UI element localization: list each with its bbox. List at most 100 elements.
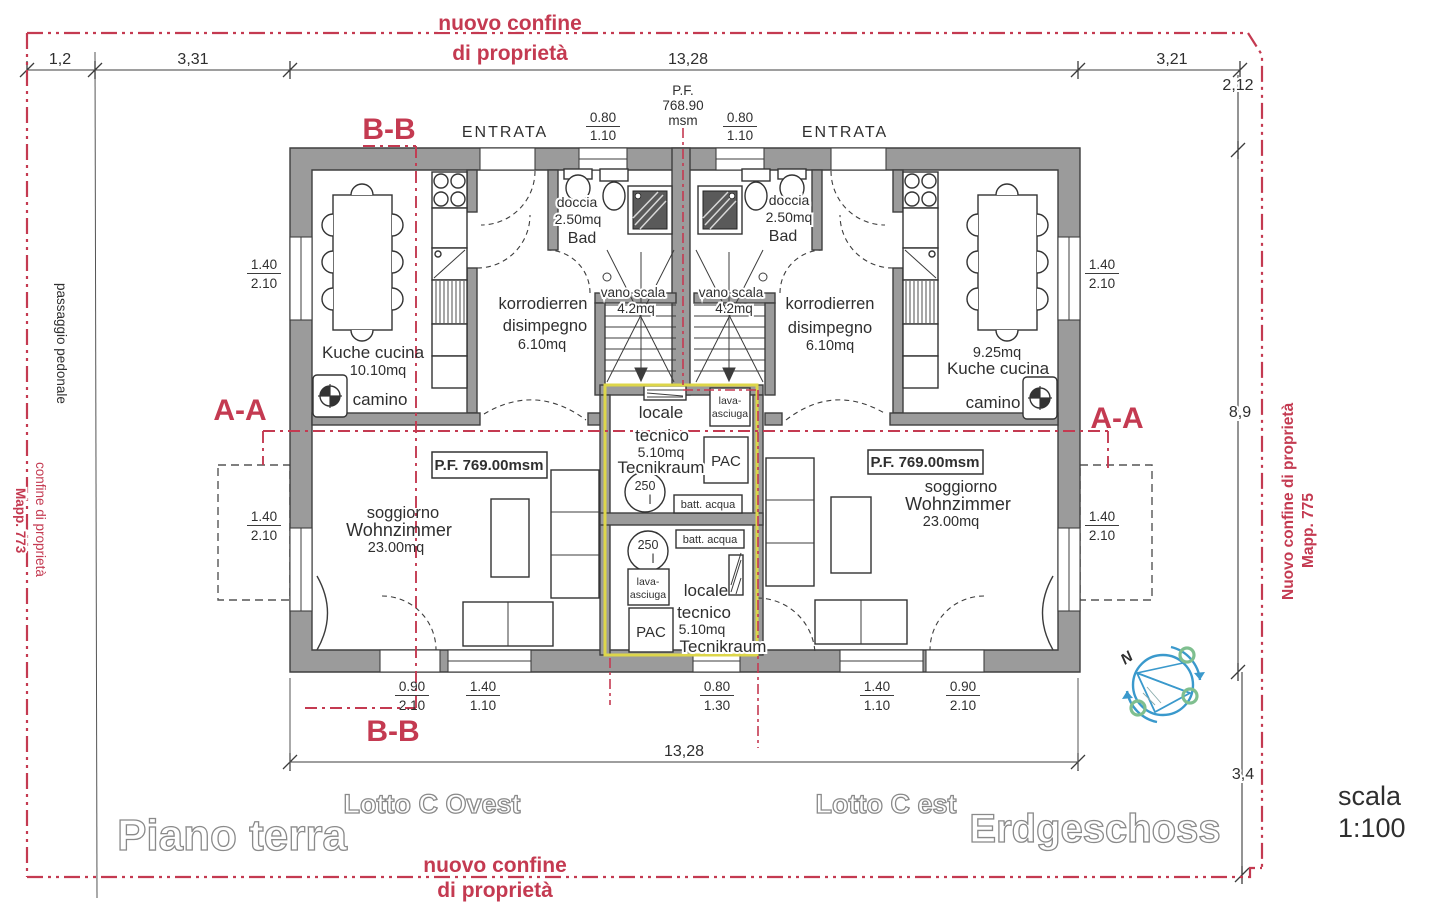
opening-num: 0.80 [727, 110, 753, 125]
dim-3-21: 3,21 [1156, 51, 1187, 68]
lava-lower-line2: asciuga [630, 589, 666, 601]
boundary-right-label: Nuovo confine di proprietà [1280, 402, 1297, 600]
section-aa-left: A-A [213, 394, 266, 427]
battery-box-upper [673, 494, 743, 514]
tech-upper-area: 5.10mq [638, 444, 685, 460]
section-line-bb [305, 145, 417, 709]
living-east-furniture [765, 457, 1054, 651]
tank-lower-250: 250 [638, 538, 659, 552]
section-bb-top: B-B [362, 113, 415, 146]
boundary-bottom-line1: nuovo confine [423, 854, 567, 877]
opening-num: 0.90 [950, 679, 976, 694]
opening-left-lower: 1.40 2.10 [247, 509, 281, 543]
opening-bottom-4: 1.40 1.10 [860, 679, 894, 713]
floor-level-east: P.F. 769.00msm [871, 454, 980, 471]
tech-upper-line2: tecnico [635, 426, 689, 445]
room-labels: Kuche cucina 10.10mq camino 9.25mq Kuche… [322, 190, 1050, 556]
battery-upper-label: batt. acqua [681, 499, 736, 511]
stairs-west [602, 249, 676, 383]
opening-num: 0.80 [590, 110, 616, 125]
kitchen-east-name: Kuche cucina [947, 359, 1050, 378]
dim-1-2: 1,2 [49, 51, 71, 68]
passage-label: passaggio pedonale [54, 283, 69, 404]
kitchen-west-area: 10.10mq [350, 363, 406, 379]
lava-lower-line1: lava- [637, 576, 660, 588]
opening-bottom-1: 0.90 2.10 [395, 679, 429, 713]
boundary-labels: nuovo confine di proprietà nuovo confine… [11, 10, 1319, 904]
living-east-line1: soggiorno [925, 478, 997, 496]
title-lotto-east: Lotto C est [816, 789, 957, 819]
entrata-west: ENTRATA [462, 124, 548, 141]
tech-room-labels: locale tecnico 5.10mq Tecnikraum PAC 250… [616, 395, 769, 658]
opening-bottom-3: 0.80 1.30 [700, 679, 734, 713]
bath-east-doccia: doccia [769, 192, 810, 208]
opening-left-upper: 1.40 2.10 [247, 257, 281, 291]
stair-east-name: vano scala [699, 285, 764, 300]
tank-lower-l: l [652, 552, 655, 566]
living-west-line2: Wohnzimmer [346, 520, 452, 540]
north-letter: N [1118, 647, 1138, 668]
tank-upper-l: l [649, 493, 652, 507]
titles: Piano terra Erdgeschoss Lotto C Ovest Lo… [116, 781, 1405, 861]
chairs-east [966, 183, 1049, 342]
stair-east-area: 4.2mq [715, 301, 753, 316]
opening-num: 0.90 [399, 679, 425, 694]
opening-den: 2.10 [950, 698, 976, 713]
north-compass-icon: N [1118, 645, 1205, 724]
washer-dryer-box-upper [709, 387, 751, 427]
kitchen-east [902, 171, 1058, 420]
pf-line1: P.F. [672, 83, 694, 98]
corridor-east-area: 6.10mq [806, 338, 854, 354]
wall-openings [289, 147, 1081, 673]
living-west-area: 23.00mq [368, 540, 424, 556]
boundary-top-line2: di proprietà [452, 42, 568, 65]
section-bb-bottom: B-B [366, 715, 419, 748]
floor-level-west: P.F. 769.00msm [435, 457, 544, 474]
kitchen-west [312, 171, 468, 418]
shower-east [697, 185, 743, 235]
title-lotto-west: Lotto C Ovest [343, 789, 520, 819]
tank-250l-upper [624, 471, 666, 513]
corridor-west-line1: korrodierren [499, 295, 588, 313]
bathroom-east [697, 168, 807, 235]
washer-dryer-box-lower [627, 568, 670, 606]
opening-labels: 0.80 1.10 0.80 1.10 1.40 2.10 1.40 2.10 … [247, 110, 1119, 713]
section-line-aa [262, 430, 1109, 468]
living-west-line1: soggiorno [367, 504, 439, 522]
tech-upper-line3: Tecnikraum [618, 458, 705, 477]
bathroom-west [563, 168, 673, 235]
stairs-east [694, 249, 768, 383]
sofa-west-long [550, 469, 600, 599]
opening-den: 1.10 [590, 128, 616, 143]
tech-rooms-highlight [603, 383, 759, 657]
lava-upper-line2: asciuga [712, 408, 748, 420]
sofa-east-long [765, 457, 815, 587]
living-west-furniture [316, 469, 600, 651]
bath-west-doccia: doccia [557, 194, 598, 210]
kitchen-counter-west [431, 171, 468, 389]
curtain-east [1041, 575, 1054, 651]
title-piano-terra: Piano terra [117, 811, 347, 860]
fireplace-west-icon [312, 374, 348, 418]
dimension-labels: 1,2 3,31 13,28 3,21 2,12 8,9 3,4 13,28 [47, 49, 1256, 785]
dining-table-east [977, 194, 1038, 331]
opening-den: 2.10 [251, 528, 277, 543]
bath-east-name: Bad [769, 228, 797, 245]
pf-line2: 768.90 [662, 98, 703, 113]
kitchen-counter-east [902, 171, 939, 389]
door-swing-arcs [381, 170, 985, 654]
opening-top-east: 0.80 1.10 [723, 110, 757, 143]
dim-2-12: 2,12 [1222, 77, 1253, 94]
floor-level-boxes: P.F. 769.00msm P.F. 769.00msm [431, 449, 984, 479]
dim-3-31: 3,31 [177, 51, 208, 68]
opening-num: 1.40 [1089, 257, 1115, 272]
entrata-east: ENTRATA [802, 124, 888, 141]
passage-line [94, 51, 98, 899]
opening-den: 2.10 [251, 276, 277, 291]
coffee-table-west [490, 498, 530, 578]
dim-13-28-bottom: 13,28 [664, 743, 704, 760]
corridor-west-area: 6.10mq [518, 337, 566, 353]
section-labels: B-B B-B A-A A-A [213, 113, 1143, 748]
